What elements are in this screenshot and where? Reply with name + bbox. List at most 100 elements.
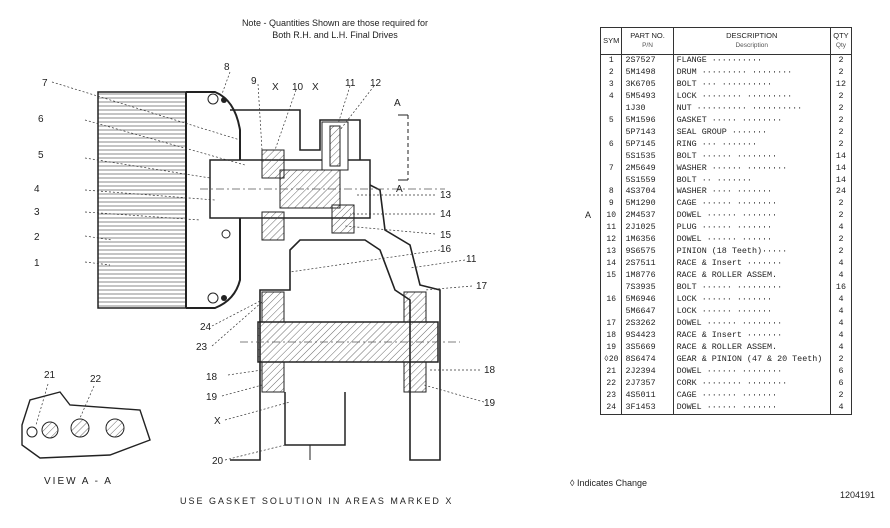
cell-pn: 1J30 [621,102,674,115]
cell-sym: 5 [599,114,623,127]
cell-qty: 4 [829,341,853,354]
cell-qty: 14 [829,162,853,175]
cell-pn: 5P7143 [621,126,674,139]
cell-desc: RACE & Insert ······· [672,258,831,271]
callout-1: 1 [34,258,40,269]
cell-pn: 5M5493 [621,90,674,103]
cell-sym [599,150,623,163]
callout-24: 24 [200,322,212,333]
cell-qty: 2 [829,90,853,103]
cell-sym: 17 [599,317,623,330]
callout-22: 22 [90,374,102,385]
cell-desc: PLUG ······ ······· [672,222,831,235]
cell-sym: 14 [599,258,623,271]
cell-qty: 2 [829,389,853,402]
cell-pn: 1M6356 [621,234,674,247]
cell-desc: BOLT ······ ········· [672,282,831,295]
callout-10: 10 [292,82,304,93]
callout-x-upper-right: X [312,82,319,93]
cell-pn: 4S3704 [621,186,674,199]
header-sym: SYM [599,27,623,55]
cell-sym: 6 [599,138,623,151]
cell-qty: 2 [829,198,853,211]
section-marker [398,114,409,181]
upper-bearing-left [261,149,285,179]
output-hub [284,392,346,446]
cell-qty: 4 [829,270,853,283]
cell-sym: 8 [599,186,623,199]
cell-desc: DOWEL ······ ······· [672,401,831,415]
cell-desc: DOWEL ······ ········ [672,317,831,330]
cell-sym: 19 [599,341,623,354]
cell-pn: 9S4423 [621,329,674,342]
cell-pn: 2M5649 [621,162,674,175]
cell-sym [599,306,623,318]
note-line-2: Both R.H. and L.H. Final Drives [272,30,398,40]
callout-section-a-top: A [394,98,401,109]
callout-23: 23 [196,342,208,353]
cell-pn: 2S7511 [621,258,674,271]
cell-pn: 2S7527 [621,54,674,67]
lower-bearing-left-bottom [261,361,285,393]
callout-5: 5 [38,150,44,161]
cell-pn: 5M1596 [621,114,674,127]
cell-pn: 5M1498 [621,66,674,79]
cell-qty: 14 [829,150,853,163]
cell-sym: 24 [599,401,623,415]
cell-desc: GEAR & PINION (47 & 20 Teeth) [672,353,831,366]
cell-pn: 1M8776 [621,270,674,283]
callout-18-left: 18 [206,372,218,383]
cell-qty: 4 [829,401,853,415]
cell-qty: 16 [829,282,853,295]
callout-section-a-bottom: A [396,184,403,195]
cell-pn: 2J2394 [621,365,674,378]
callout-7: 7 [42,78,48,89]
final-drive-cross-section-diagram: 1 2 3 4 5 6 7 8 9 X 10 X 11 12 A A 13 14… [21,62,496,467]
cell-desc: BOLT ······ ········ [672,150,831,163]
callout-19-left: 19 [206,392,218,403]
cell-desc: DOWEL ······ ········ [672,365,831,378]
header-part-no: PART NO.P/N [621,27,674,55]
flange-bolts [207,93,231,304]
cell-sym: 10 [599,210,623,223]
cell-sym: 16 [599,294,623,307]
cell-qty: 2 [829,234,853,247]
callout-13: 13 [440,190,452,201]
cell-qty: 14 [829,174,853,187]
cell-pn: 2J1025 [621,222,674,235]
view-a-a-detail [21,383,151,459]
cell-desc: LOCK ······ ······· [672,306,831,318]
cell-sym: 3 [599,78,623,91]
cell-pn: 5S1559 [621,174,674,187]
cell-sym [599,126,623,139]
callout-8: 8 [224,62,230,73]
cell-pn: 9S6575 [621,246,674,259]
cell-qty: 6 [829,377,853,390]
cell-qty: 4 [829,317,853,330]
indicates-change-legend: ◊ Indicates Change [570,478,647,488]
lower-bearing-left-top [261,291,285,323]
cell-pn: 3S5669 [621,341,674,354]
cell-desc: LOCK ······ ······· [672,294,831,307]
cell-qty: 2 [829,246,853,259]
cell-sym: 12 [599,234,623,247]
cell-pn: 5S1535 [621,150,674,163]
cell-desc: GASKET ····· ········ [672,114,831,127]
cell-qty: 4 [829,258,853,271]
cell-desc: BOLT ··· ·········· [672,78,831,91]
cell-sym [599,102,623,115]
